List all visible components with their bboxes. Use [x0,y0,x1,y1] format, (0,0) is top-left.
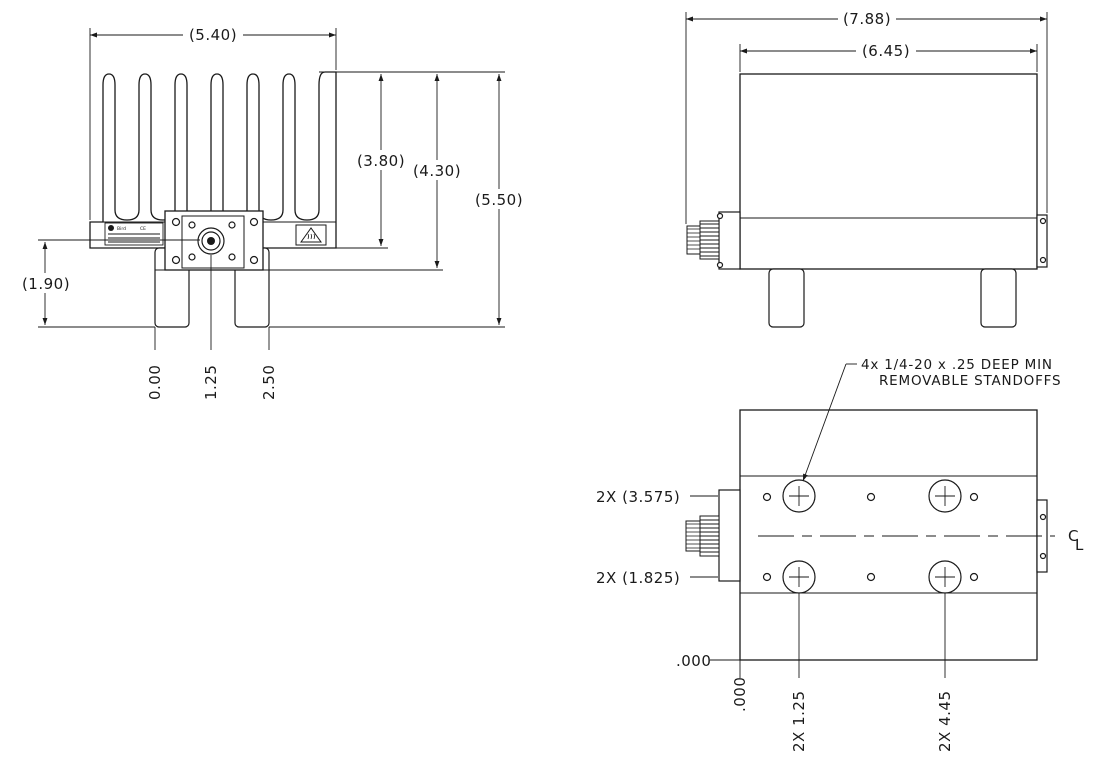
width-dimension: (5.40) [189,26,237,44]
front-view: Bird CE (5.40) [18,25,527,400]
bottom-view: 4x 1/4-20 x .25 DEEP MIN REMOVABLE STAND… [596,357,1084,752]
x-position-1-bottom: 2X 1.25 [790,691,808,753]
body-length-dimension: (6.45) [862,42,910,60]
y-origin-label: .000 [676,652,711,670]
svg-text:Bird: Bird [117,226,126,232]
standoff-note-line2: REMOVABLE STANDOFFS [879,373,1061,389]
standoff-note-line1: 4x 1/4-20 x .25 DEEP MIN [861,357,1053,373]
side-right-foot [980,268,1017,328]
y-upper-dimension: 2X (3.575) [596,488,680,506]
overall-length-dimension: (7.88) [843,10,891,28]
x-position-2-bottom: 2X 4.45 [936,691,954,753]
centerline-l: L [1075,536,1084,554]
x-position-2: 2.50 [260,365,278,400]
bottom-flange [718,489,741,582]
x-origin-label: .000 [731,677,749,712]
hot-surface-warning-icon [295,224,327,246]
fin-height-dimension: (3.80) [357,152,405,170]
side-flange [718,211,741,270]
centerline-symbol: C L [1068,527,1084,554]
bottom-body [739,409,1038,661]
overall-height-dimension: (5.50) [475,191,523,209]
side-body [739,73,1038,270]
y-lower-dimension: 2X (1.825) [596,569,680,587]
centerline-c: C [1068,527,1079,545]
side-left-foot [768,268,805,328]
side-connector [686,220,720,260]
bottom-connector [685,515,720,557]
side-end-cap [1036,214,1048,268]
rf-connector-flange [164,210,264,271]
svg-text:CE: CE [140,226,146,232]
mounting-holes [762,492,979,582]
connector-height-dimension: (1.90) [22,275,70,293]
standoff-holes [782,479,962,594]
product-label: Bird CE [104,222,164,246]
x-position-1: 1.25 [202,365,220,400]
body-height-dimension: (4.30) [413,162,461,180]
x-position-0: 0.00 [146,365,164,400]
side-view: (7.88) (6.45) [685,9,1048,328]
heatsink-outline [89,71,337,249]
